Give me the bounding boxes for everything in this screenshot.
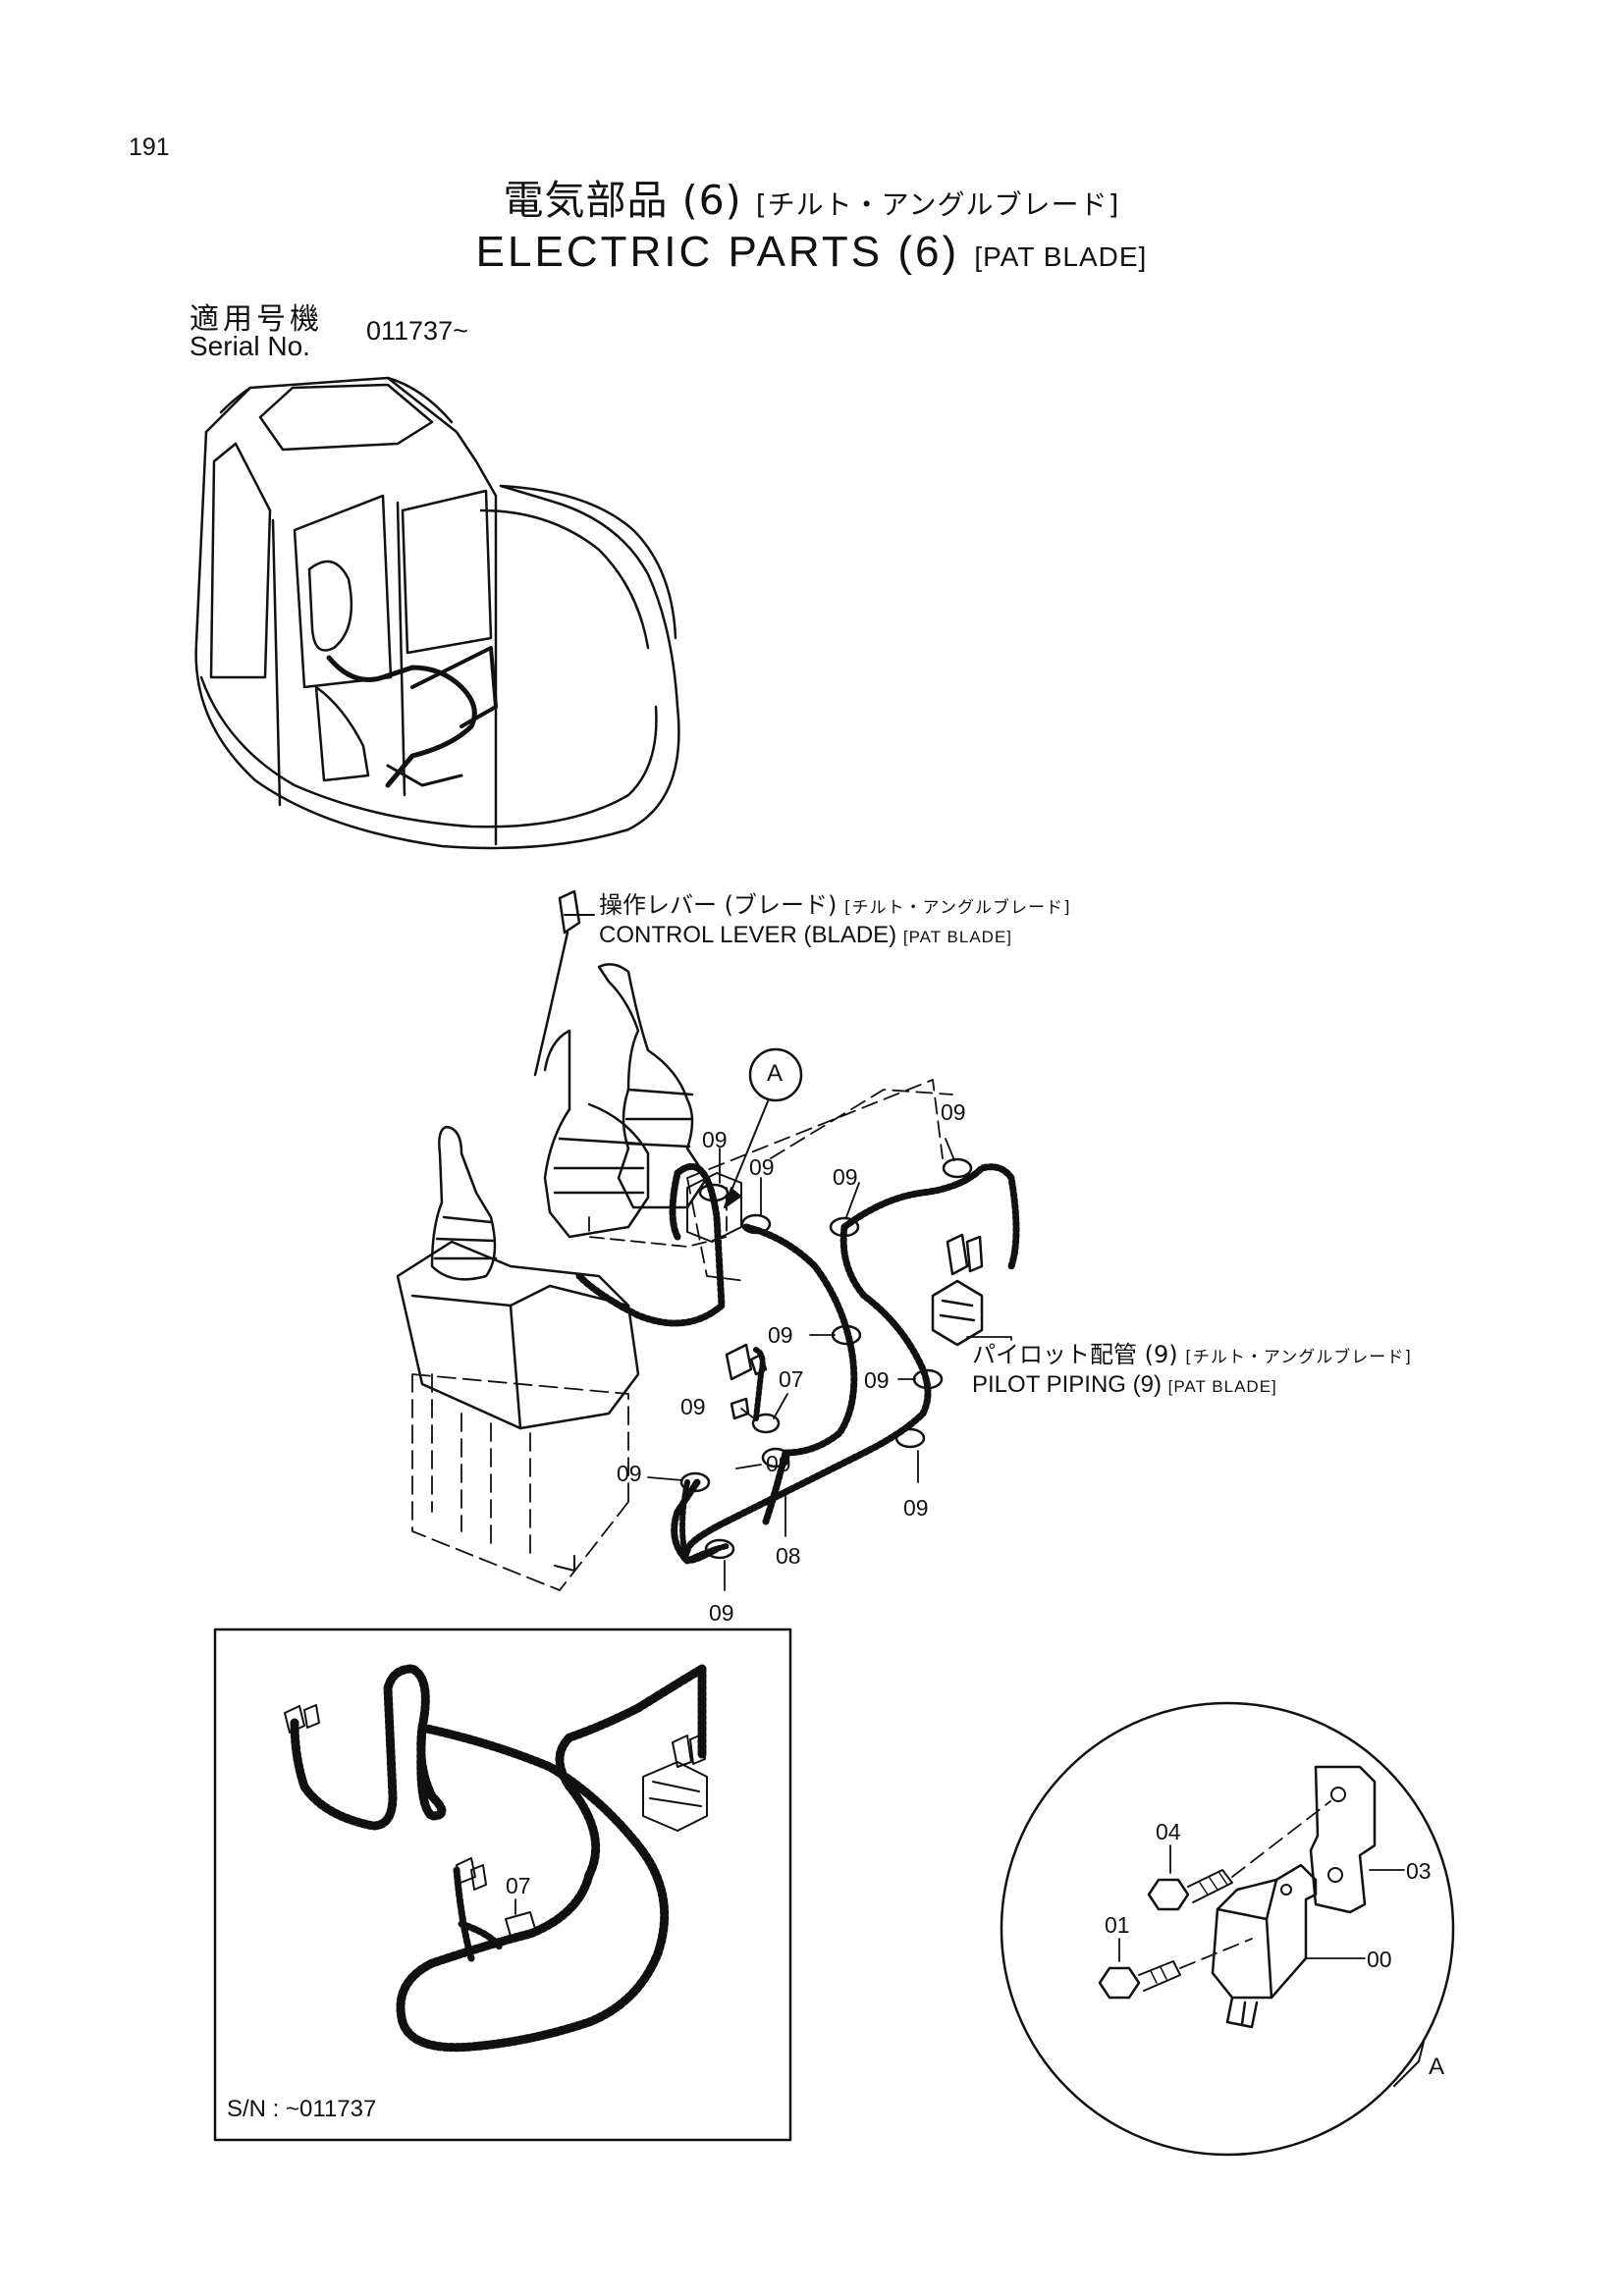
control-lever-bracket-en: [PAT BLADE] — [902, 928, 1013, 946]
harness-main — [575, 1157, 1020, 1565]
part-label-09: 09 — [617, 1461, 642, 1486]
detail-marker-a — [724, 1047, 803, 1208]
page-number: 191 — [129, 133, 170, 161]
part-label-09: 09 — [903, 1495, 929, 1521]
excavator-cab-illustration — [194, 376, 680, 850]
detail-part-label-00: 00 — [1367, 1947, 1392, 1972]
part-leaders — [647, 1138, 1012, 1591]
detail-part-label-03: 03 — [1406, 1858, 1432, 1884]
part-label-09: 09 — [702, 1127, 728, 1152]
part-label-07: 07 — [779, 1366, 804, 1392]
title-en-main: ELECTRIC PARTS (6) — [475, 228, 960, 276]
control-lever-callout: 操作レバー (ブレード) [チルト・アングルブレード] CONTROL LEVE… — [599, 885, 1071, 949]
title-english: ELECTRIC PARTS (6) [PAT BLADE] — [0, 228, 1623, 277]
title-japanese: 電気部品 (6) [チルト・アングルブレード] — [0, 167, 1623, 226]
pilot-piping-label-jp: パイロット配管 (9) — [972, 1341, 1178, 1368]
part-label-09: 09 — [864, 1367, 890, 1393]
serial-value: 011737~ — [366, 316, 468, 346]
inset-harness — [284, 1664, 708, 2053]
title-jp-bracket: [チルト・アングルブレード] — [755, 188, 1120, 221]
pilot-piping-callout: パイロット配管 (9) [チルト・アングルブレード] PILOT PIPING … — [972, 1335, 1412, 1399]
part-label-09: 09 — [709, 1600, 734, 1626]
part-label-09: 09 — [766, 1451, 791, 1476]
detail-part-label-04: 04 — [1156, 1819, 1181, 1844]
serial-label-en: Serial No. — [189, 331, 310, 361]
part-label-09: 09 — [680, 1394, 706, 1419]
control-lever-bracket-jp: [チルト・アングルブレード] — [844, 898, 1071, 918]
title-jp-main: 電気部品 (6) — [503, 177, 742, 224]
inset-frame — [213, 1628, 792, 2142]
inset-serial-number: S/N : ~011737 — [227, 2096, 377, 2122]
control-console-illustration — [396, 889, 953, 1591]
pilot-piping-bracket-en: [PAT BLADE] — [1167, 1377, 1277, 1396]
title-en-bracket: [PAT BLADE] — [974, 241, 1148, 272]
pilot-piping-label-en: PILOT PIPING (9) — [972, 1371, 1162, 1398]
control-lever-label-en: CONTROL LEVER (BLADE) — [599, 922, 897, 948]
part-label-08: 08 — [776, 1543, 801, 1569]
detail-view-label: A — [1429, 2054, 1445, 2080]
serial-label-jp: 適用号機 — [189, 302, 323, 337]
detail-marker-label: A — [767, 1060, 784, 1087]
detail-a-view — [1000, 1701, 1455, 2157]
part-label-09: 09 — [941, 1099, 966, 1125]
part-label-09: 09 — [749, 1154, 775, 1180]
pilot-piping-bracket-jp: [チルト・アングルブレード] — [1185, 1348, 1412, 1367]
inset-part-label-07: 07 — [506, 1873, 531, 1898]
detail-part-label-01: 01 — [1105, 1912, 1130, 1938]
part-label-09: 09 — [833, 1164, 858, 1190]
part-label-09: 09 — [768, 1322, 793, 1348]
control-lever-label-jp: 操作レバー (ブレード) — [599, 891, 838, 919]
